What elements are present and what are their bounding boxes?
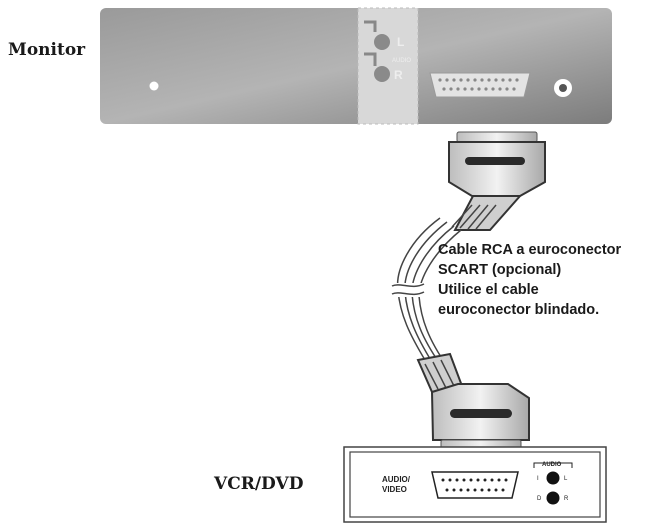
vcr-dvd-label: VCR/DVD [214,474,304,494]
vcr-audio-right-tag-d: D [537,496,542,502]
vcr-dvd-back-panel: AUDIO/ VIDEO AUDIO I L D R [343,446,607,523]
screw-icon [149,81,159,91]
audio-small-label: AUDIO [392,58,411,64]
audio-jack-right-icon[interactable] [374,66,390,82]
vcr-audio-left-tag-i: I [537,476,539,482]
cable-caption-line1: Cable RCA a euroconector [438,242,622,258]
vcr-scart-socket[interactable] [431,471,519,499]
vcr-audio-header: AUDIO [542,462,562,468]
monitor-back-panel: L AUDIO R [100,7,612,125]
cable-caption: Cable RCA a euroconector SCART (opcional… [438,240,621,320]
scart-cable [390,217,462,367]
cable-caption-line2: SCART (opcional) [438,262,562,278]
cable-caption-line4: euroconector blindado. [438,302,600,318]
cable-caption-line3: Utilice el cable [438,282,539,298]
audio-right-label: R [394,68,403,82]
monitor-label: Monitor [8,40,86,60]
vcr-audio-jack-right-icon[interactable] [546,491,560,505]
audio-left-label: L [397,35,404,49]
scart-plug-top [448,131,546,231]
monitor-scart-socket[interactable] [429,72,531,98]
vcr-audio-right-tag-r: R [564,496,569,502]
audio-jack-left-icon[interactable] [374,34,390,50]
audio-video-label-line1: AUDIO/ [382,475,411,484]
vcr-audio-left-tag-l: L [564,476,568,482]
vcr-audio-jack-left-icon[interactable] [546,471,560,485]
audio-video-label-line2: VIDEO [382,485,407,494]
scart-plug-bottom [416,352,530,451]
